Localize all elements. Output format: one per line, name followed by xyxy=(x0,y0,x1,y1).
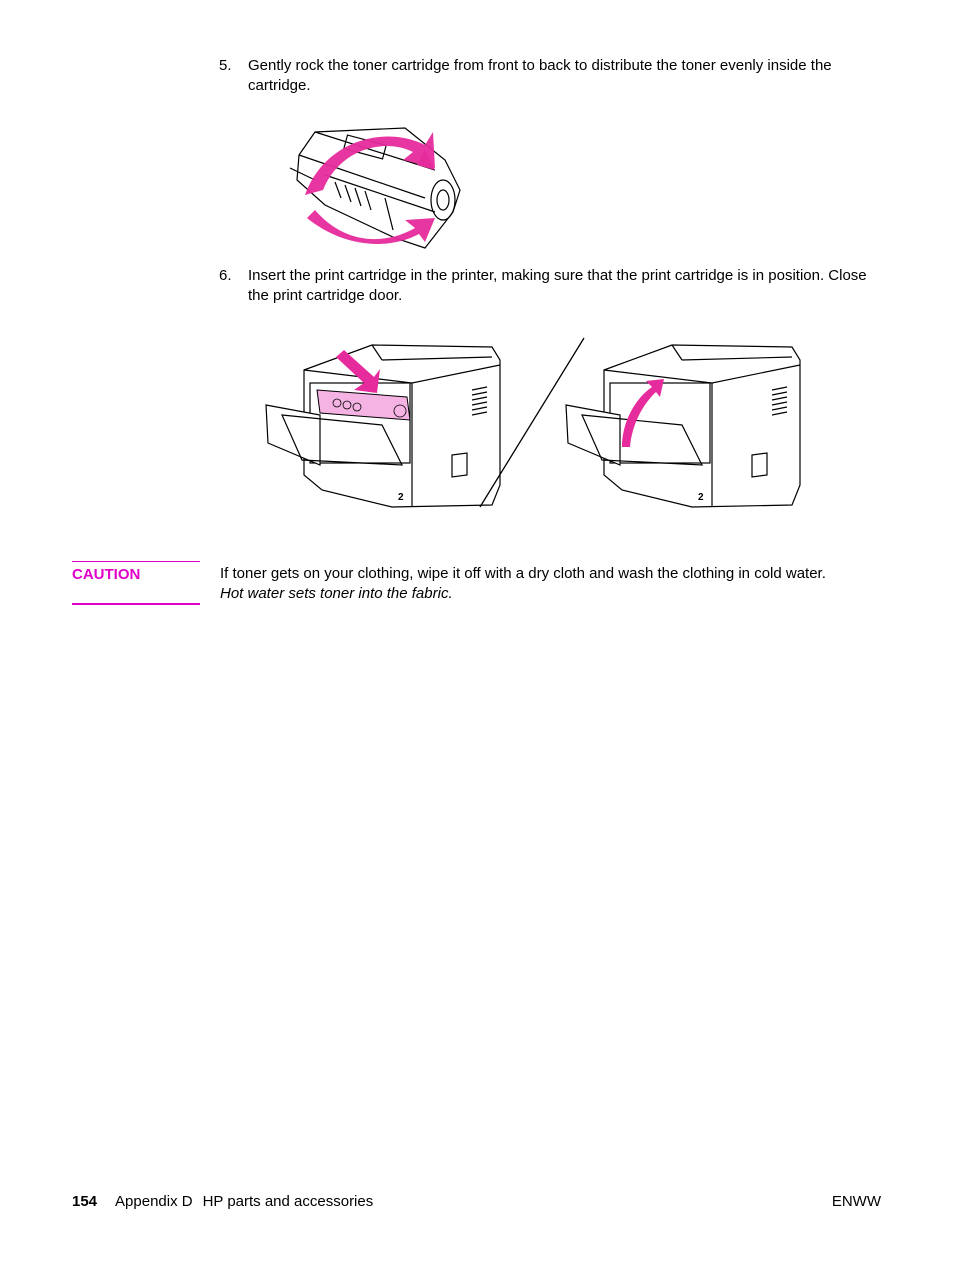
step-number: 5. xyxy=(219,57,232,74)
panel-divider xyxy=(479,337,585,508)
caution-rule-bottom xyxy=(72,603,200,605)
caution-text: If toner gets on your clothing, wipe it … xyxy=(220,564,890,604)
panel-number-right: 2 xyxy=(698,492,704,503)
caution-rule-top xyxy=(72,561,200,562)
rock-cartridge-illustration xyxy=(289,127,461,249)
footer-section: HP parts and accessories xyxy=(202,1193,374,1210)
panel-number-left: 2 xyxy=(398,492,404,503)
step-text: Insert the print cartridge in the printe… xyxy=(248,267,867,304)
caution-label: CAUTION xyxy=(72,566,141,583)
footer-right: ENWW xyxy=(831,1193,881,1210)
caution-emphasis: Hot water sets toner into the fabric. xyxy=(220,585,453,602)
printer-right xyxy=(565,344,801,508)
footer-left: 154 Appendix D HP parts and accessories xyxy=(72,1192,373,1212)
footer-appendix: Appendix D xyxy=(115,1193,193,1210)
insert-cartridge-illustration: 2 2 xyxy=(265,337,801,508)
step-number: 6. xyxy=(219,267,232,284)
printer-left xyxy=(265,344,501,508)
step-text: Gently rock the toner cartridge from fro… xyxy=(248,57,832,94)
caution-body: If toner gets on your clothing, wipe it … xyxy=(220,565,826,582)
page-number: 154 xyxy=(72,1193,98,1210)
